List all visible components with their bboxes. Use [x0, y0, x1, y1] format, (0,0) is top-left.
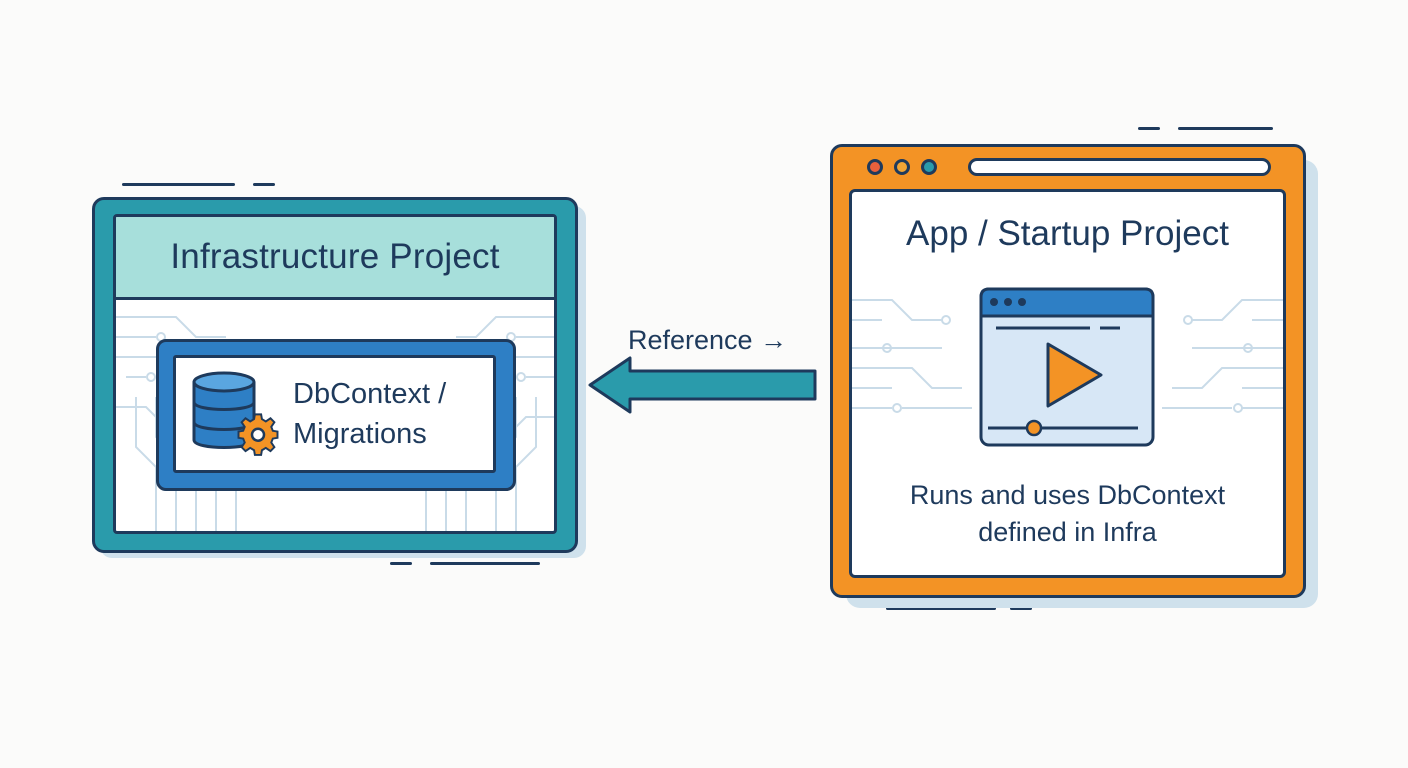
circuit-pattern	[852, 299, 1283, 413]
dbcontext-label: DbContext / Migrations	[293, 374, 493, 454]
infrastructure-title: Infrastructure Project	[170, 237, 500, 276]
dbcontext-label-line1: DbContext /	[293, 378, 447, 410]
app-description-line1: Runs and uses DbContext	[909, 480, 1226, 510]
window-close-dot	[867, 159, 883, 175]
window-maximize-dot	[921, 159, 937, 175]
video-player-icon	[979, 287, 1155, 447]
database-gear-icon	[192, 371, 279, 456]
infrastructure-header: Infrastructure Project	[116, 217, 554, 300]
app-description-line2: defined in Infra	[978, 517, 1157, 547]
decor-dash	[253, 183, 275, 186]
app-startup-description: Runs and uses DbContext defined in Infra	[849, 477, 1286, 551]
decor-dash	[1138, 127, 1160, 130]
reference-arrow	[588, 356, 817, 414]
decor-dash	[430, 562, 540, 565]
decor-dash	[390, 562, 412, 565]
dbcontext-label-line2: Migrations	[293, 418, 427, 450]
decor-dash	[1010, 607, 1032, 610]
decor-dash	[1178, 127, 1273, 130]
window-address-bar	[968, 158, 1271, 176]
reference-label: Reference →	[628, 325, 788, 355]
decor-dash	[886, 607, 996, 610]
app-startup-title: App / Startup Project	[906, 214, 1229, 253]
decor-dash	[122, 183, 235, 186]
window-minimize-dot	[894, 159, 910, 175]
